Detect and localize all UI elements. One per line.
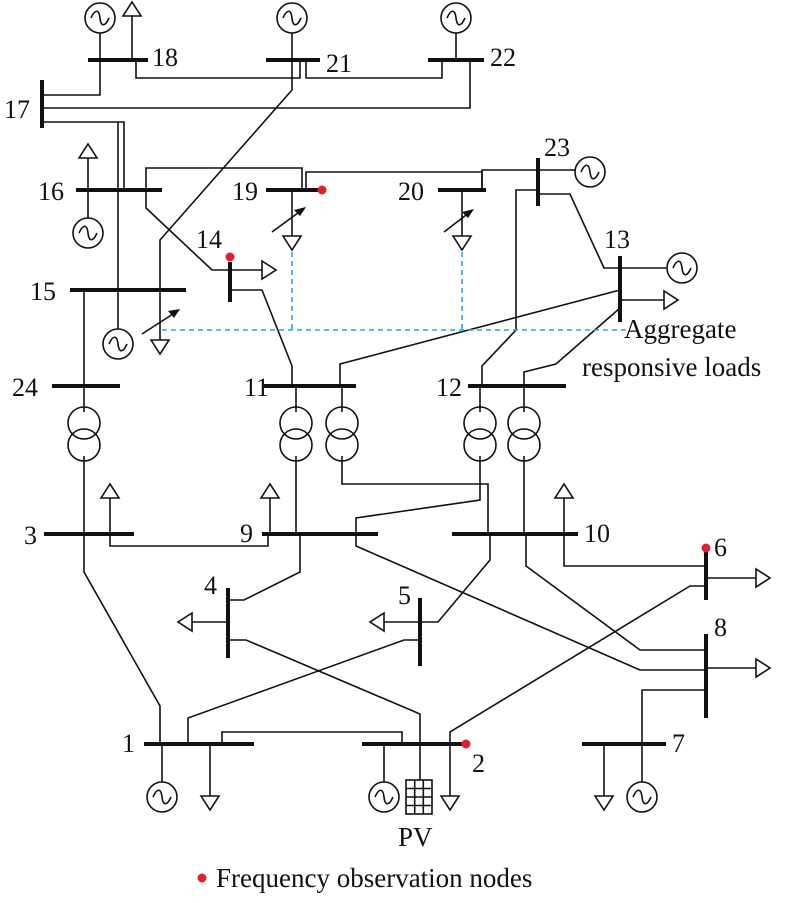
load-icon-15	[150, 339, 170, 355]
bus-label-22: 22	[490, 43, 516, 72]
load-icon-13	[663, 290, 679, 310]
generator-icon-1	[146, 781, 178, 813]
bus-label-13: 13	[604, 225, 630, 254]
bus-label-24: 24	[12, 373, 38, 402]
generator-icon-13	[666, 252, 698, 284]
legend-dot-icon	[197, 873, 207, 883]
bus-label-10: 10	[584, 519, 610, 548]
aggregate-dashed-links	[162, 252, 626, 331]
observation-node-6	[701, 543, 711, 553]
generator-icon-2	[368, 781, 400, 813]
load-icon-18	[122, 1, 142, 17]
responsive-load-arrows	[141, 207, 474, 335]
legend-text: Frequency observation nodes	[216, 863, 532, 893]
load-icon-19	[282, 235, 302, 251]
load-icon-3	[100, 483, 120, 499]
observation-node-14	[225, 252, 235, 262]
transformer-24-3	[67, 406, 101, 462]
bus-label-17: 17	[4, 95, 30, 124]
bus-label-8: 8	[714, 613, 727, 642]
bus-label-19: 19	[232, 177, 258, 206]
bus-labels: 17 18 21 22 16 19 20 23 14 13 15 24 11 1…	[4, 43, 727, 778]
load-icon-6	[755, 568, 771, 588]
legend: Frequency observation nodes	[197, 863, 532, 893]
buses	[40, 58, 708, 746]
arrow-icon-19	[294, 207, 306, 216]
transformer-12-9	[463, 406, 497, 462]
loads	[78, 1, 771, 811]
generator-icon-18	[84, 2, 116, 34]
load-icon-14	[261, 260, 277, 280]
bus-label-15: 15	[30, 277, 56, 306]
aggregate-label-line2: responsive loads	[582, 352, 761, 382]
bus-label-3: 3	[24, 521, 37, 550]
transformer-12-10	[507, 406, 541, 462]
bus-label-14: 14	[196, 225, 222, 254]
bus-label-4: 4	[204, 571, 217, 600]
load-icon-7	[594, 795, 614, 811]
pv-panel	[405, 744, 433, 815]
bus-label-21: 21	[326, 49, 352, 78]
pv-label: PV	[398, 822, 433, 852]
load-icon-20	[452, 235, 472, 251]
transformer-11-10	[325, 406, 359, 462]
bus-label-6: 6	[714, 533, 727, 562]
observation-node-19	[317, 185, 327, 195]
bus-label-20: 20	[398, 177, 424, 206]
bus-label-9: 9	[240, 519, 253, 548]
transformers	[67, 406, 541, 462]
bus-label-18: 18	[152, 43, 178, 72]
bus-label-12: 12	[436, 373, 462, 402]
transformer-11-9	[279, 406, 313, 462]
generator-icon-21	[276, 2, 308, 34]
bus-label-11: 11	[244, 373, 269, 402]
load-icon-1	[200, 795, 220, 811]
bus-label-5: 5	[398, 581, 411, 610]
generator-icon-7	[626, 781, 658, 813]
bus-label-16: 16	[38, 177, 64, 206]
aggregate-label-line1: Aggregate	[624, 314, 736, 344]
frequency-observation-nodes	[225, 185, 711, 749]
bus-label-23: 23	[544, 133, 570, 162]
generators	[72, 2, 698, 813]
arrow-icon-20	[462, 209, 474, 218]
generator-icon-23	[574, 156, 606, 188]
bus-label-1: 1	[122, 729, 135, 758]
load-icon-9	[260, 483, 280, 499]
load-icon-16	[78, 143, 98, 159]
generator-icon-16	[72, 217, 104, 249]
generator-icon-22	[440, 2, 472, 34]
observation-node-2	[461, 739, 471, 749]
load-icon-4	[177, 612, 193, 632]
load-icon-8	[755, 658, 771, 678]
load-icon-5	[369, 612, 385, 632]
load-icon-2	[440, 795, 460, 811]
bus-label-7: 7	[672, 729, 685, 758]
generator-icon-15	[102, 328, 134, 360]
load-icon-10	[554, 483, 574, 499]
bus-label-2: 2	[472, 749, 485, 778]
arrow-icon-15	[168, 309, 180, 318]
transmission-lines	[42, 60, 706, 744]
